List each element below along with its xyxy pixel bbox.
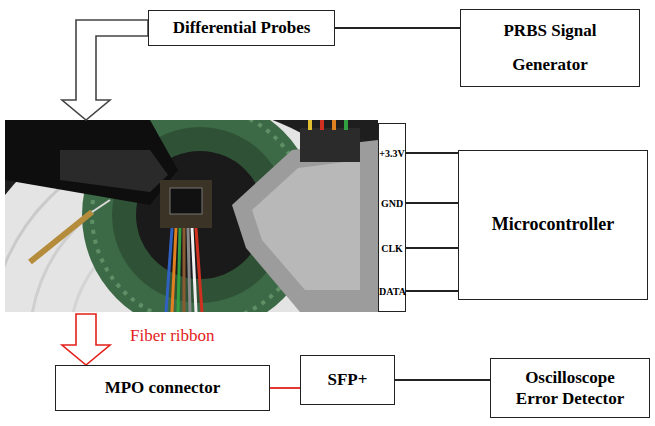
probe-card-face [252, 160, 360, 290]
fiber [183, 228, 186, 312]
vcsel-chip [170, 188, 202, 214]
fiber [172, 228, 176, 312]
hollow-arrow [62, 20, 148, 120]
controller-box: Microcontroller [458, 150, 648, 300]
pin-label: GND [379, 198, 405, 209]
wire [308, 120, 312, 130]
connector-box: MPO connector [55, 365, 270, 411]
signal-line [406, 202, 458, 204]
box-label: Microcontroller [492, 214, 614, 236]
box-label: SFP+ [328, 370, 368, 390]
photo-content [5, 120, 378, 312]
device-module: +3.3V GND CLK DATA [5, 120, 406, 312]
pin-label: CLK [379, 243, 405, 254]
hollow-arrow [62, 314, 110, 365]
signal-line [270, 387, 300, 389]
instrument-box: Oscilloscope Error Detector [490, 358, 650, 418]
probe-positioner [5, 120, 178, 205]
signal-line [406, 247, 458, 249]
fiber [196, 228, 202, 312]
signal-label: Fiber ribbon [130, 326, 215, 346]
probe-needle [92, 200, 110, 212]
wire [320, 120, 324, 130]
wire [344, 120, 348, 130]
fiber [178, 228, 180, 312]
pin-header-plug [300, 128, 360, 162]
box-label: Oscilloscope Error Detector [508, 367, 633, 410]
chip-carrier [160, 180, 212, 228]
instrument-box: Differential Probes [148, 10, 335, 46]
pin-header: +3.3V GND CLK DATA [378, 123, 406, 312]
pin-label: DATA [379, 286, 405, 297]
signal-line [335, 27, 460, 29]
ribbon-fibers [166, 228, 202, 312]
wafer-chuck [5, 120, 378, 312]
box-label: PRBS Signal Generator [490, 14, 610, 82]
box-label: MPO connector [105, 378, 221, 398]
signal-line [406, 290, 458, 292]
probe-arm [60, 150, 168, 192]
pin-label: +3.3V [379, 148, 405, 159]
box-label: Differential Probes [173, 18, 311, 38]
probe-card [232, 140, 378, 312]
wire [332, 120, 336, 130]
instrument-box: PRBS Signal Generator [460, 9, 640, 87]
probe-tip [30, 212, 92, 262]
signal-line [395, 379, 490, 381]
transceiver-box: SFP+ [300, 355, 395, 405]
signal-line [406, 152, 458, 154]
fiber [188, 228, 190, 312]
